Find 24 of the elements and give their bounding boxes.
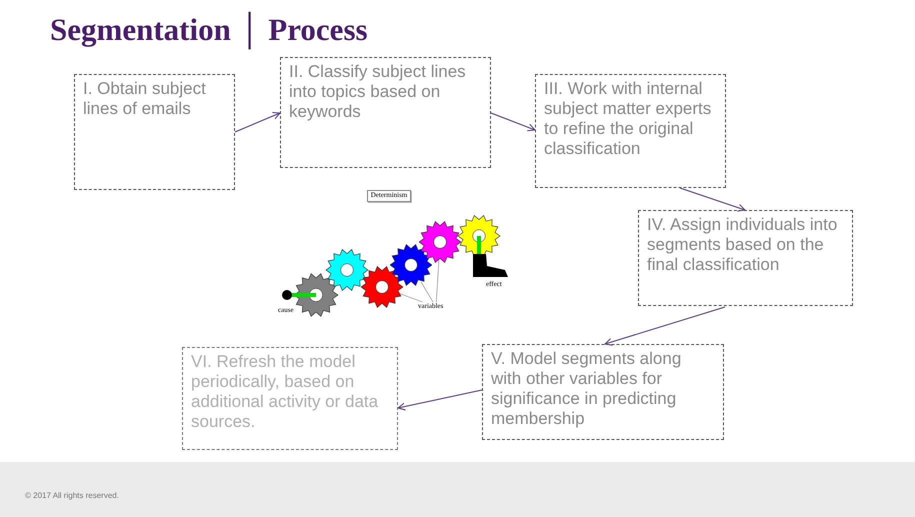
gear-icon	[419, 221, 461, 263]
leader-line	[398, 292, 423, 302]
slide-title: Segmentation │ Process	[50, 12, 368, 48]
gear-icon	[390, 244, 432, 286]
copyright-text: © 2017 All rights reserved.	[25, 491, 119, 500]
step-text: IV. Assign individuals into segments based on the final classification	[647, 215, 838, 274]
process-box	[535, 74, 726, 188]
leader-line	[420, 282, 434, 302]
step-text: V. Model segments along with other variables for significance in predicting membership	[491, 349, 682, 428]
process-box	[638, 210, 853, 306]
step-text: II. Classify subject lines into topics based on keywords	[289, 62, 466, 121]
process-box	[482, 344, 724, 440]
process-box	[280, 57, 491, 168]
arrow	[604, 306, 726, 346]
process-box	[74, 74, 235, 190]
step-text: I. Obtain subject lines of emails	[83, 79, 206, 118]
process-box	[182, 347, 398, 450]
arrow	[680, 188, 746, 212]
step-text: VI. Refresh the model periodically, based on additional activity or data sources.	[191, 352, 378, 431]
leader-line	[436, 258, 440, 302]
arrow	[490, 112, 536, 132]
arrow	[234, 112, 280, 132]
arrow	[398, 390, 482, 410]
step-text: III. Work with internal subject matter experts to refine the original classification	[544, 79, 712, 158]
